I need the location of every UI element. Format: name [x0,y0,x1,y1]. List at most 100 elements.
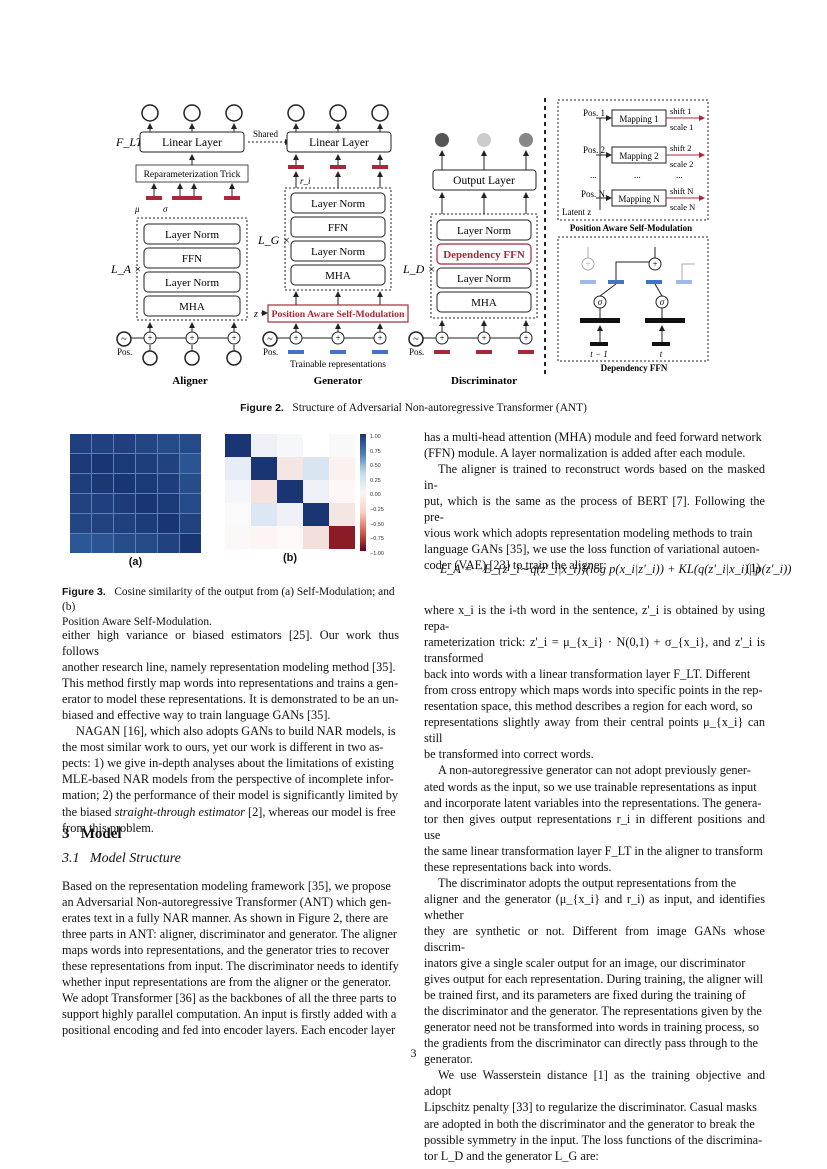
svg-text:+: + [231,333,236,343]
svg-text:Dependency FFN: Dependency FFN [601,363,668,373]
svg-text:Position Aware Self-Modulation: Position Aware Self-Modulation [272,309,406,320]
svg-text:shift 1: shift 1 [670,106,692,116]
svg-text:Pos. 1: Pos. 1 [583,108,605,118]
svg-text:Discriminator: Discriminator [451,375,517,387]
svg-text:+: + [481,333,486,343]
svg-text:Position Aware Self-Modulation: Position Aware Self-Modulation [570,223,692,233]
svg-text:+: + [147,333,152,343]
svg-text:+: + [439,333,444,343]
heatmap-a: (a) [70,434,201,568]
svg-text:Dependency FFN: Dependency FFN [443,249,525,261]
svg-text:~: ~ [413,334,419,345]
linear-layer-label: Linear Layer [162,137,222,149]
svg-text:~: ~ [267,334,273,345]
reparam-label: Reparameterization Trick [144,170,241,180]
svg-text:...: ... [590,170,597,180]
figure-2-caption: Figure 2. Structure of Adversarial Non-a… [240,402,587,414]
svg-text:...: ... [634,170,641,180]
linear-layer-box [139,131,245,153]
svg-text:Layer Norm: Layer Norm [165,229,220,241]
svg-text:shift 2: shift 2 [670,143,692,153]
figure-2-diagram: F_LT Linear Layer Reparameterization Tri… [110,98,709,387]
svg-text:shift N: shift N [670,186,693,196]
figure-3-caption: Figure 3. Cosine similarity of the outpu… [62,586,395,628]
pasm-panel: Pos. 1 Pos. 2 Pos. N Mapping 1 Mapping 2… [557,99,709,233]
aligner-title: Aligner [172,375,208,387]
svg-text:t: t [660,349,663,359]
discriminator-block: Output Layer L_D × Layer Norm Dependency… [402,133,538,387]
svg-text:+: + [293,333,298,343]
svg-text:r_i: r_i [300,176,311,186]
svg-text:scale N: scale N [670,202,695,212]
svg-text:Generator: Generator [314,375,363,387]
right-column-top: has a multi-head attention (MHA) module … [424,430,765,573]
svg-text:+: + [585,259,590,269]
svg-text:L_G ×: L_G × [257,233,290,247]
svg-text:Layer Norm: Layer Norm [311,246,366,258]
svg-text:scale 1: scale 1 [670,122,693,132]
aligner-block: F_LT Linear Layer Reparameterization Tri… [110,104,249,387]
svg-text:Shared: Shared [253,129,278,139]
heatmap-a-label: (a) [128,556,143,568]
svg-text:Linear Layer: Linear Layer [309,137,369,149]
svg-text:...: ... [676,170,683,180]
svg-text:+: + [335,333,340,343]
mu-label: μ [134,204,140,214]
svg-text:Pos.: Pos. [117,347,132,357]
svg-text:Layer Norm: Layer Norm [457,225,512,237]
svg-text:~: ~ [121,334,127,345]
output-node [225,104,243,122]
output-node [183,104,201,122]
aligner-encoder-frame [136,217,248,321]
svg-text:Pos.: Pos. [409,347,424,357]
equation-1: L_A = −E_{z'_i∼q(z'_i|x_i)}(log p(x_i|z'… [440,562,792,576]
svg-text:z: z [253,309,258,320]
svg-text:+: + [189,333,194,343]
svg-text:σ: σ [660,297,665,307]
svg-text:Layer Norm: Layer Norm [165,277,220,289]
svg-text:Layer Norm: Layer Norm [457,273,512,285]
sigma-label: σ [163,204,168,214]
svg-text:σ: σ [598,297,603,307]
equation-1-number: (1) [746,561,761,575]
svg-text:Trainable representations: Trainable representations [290,360,386,370]
svg-text:Mapping 1: Mapping 1 [619,114,658,124]
svg-text:L_D ×: L_D × [402,262,435,276]
svg-text:t − 1: t − 1 [590,349,608,359]
heatmap-b: (b) [225,434,355,564]
svg-text:Pos. 2: Pos. 2 [583,145,605,155]
subsection-heading: 3.1 Model Structure [62,851,181,866]
svg-text:Layer Norm: Layer Norm [311,198,366,210]
aligner-repeat: L_A × [110,262,142,276]
svg-text:Pos. N: Pos. N [581,189,606,199]
svg-text:+: + [377,333,382,343]
svg-text:MHA: MHA [325,270,351,282]
left-column-section: Based on the representation modeling fra… [62,879,399,1038]
svg-text:Output Layer: Output Layer [453,175,515,187]
svg-text:MHA: MHA [471,297,497,309]
svg-text:MHA: MHA [179,301,205,313]
svg-text:+: + [523,333,528,343]
svg-text:+: + [652,259,657,269]
right-column-body: where x_i is the i-th word in the senten… [424,603,765,1163]
output-node [141,104,159,122]
pasm-box [267,304,409,323]
reparam-box [135,164,249,183]
svg-text:Mapping N: Mapping N [618,194,660,204]
dffn-panel: + + σ σ t − 1 t Dependency FFN [557,236,709,373]
page-number: 3 [410,1046,417,1060]
generator-block: Linear Layer r_i L_G × Layer Norm FFN La… [253,104,409,387]
svg-text:FFN: FFN [328,222,348,234]
left-column: either high variance or biased estimator… [62,628,399,835]
svg-text:scale 2: scale 2 [670,159,693,169]
flt-label: F_LT [115,135,144,149]
svg-text:Mapping 2: Mapping 2 [619,151,658,161]
positional-encoding-icon [116,331,132,347]
svg-text:FFN: FFN [182,253,202,265]
svg-text:Pos.: Pos. [263,347,278,357]
heatmap-b-label: (b) [282,552,298,564]
section-heading: 3 Model [62,826,122,842]
colorbar [360,434,366,551]
